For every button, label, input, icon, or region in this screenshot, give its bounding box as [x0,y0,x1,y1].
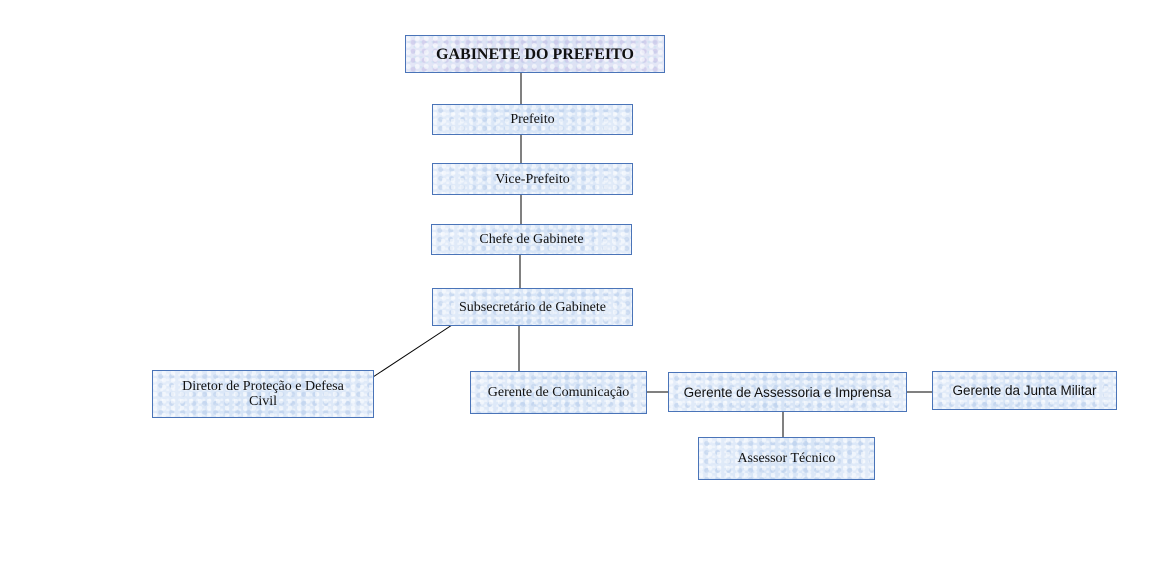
node-gerente-assessoria-label: Gerente de Assessoria e Imprensa [683,384,892,400]
node-gerente-comunicacao-label: Gerente de Comunicação [487,385,630,400]
node-assessor-tecnico-label: Assessor Técnico [737,451,836,466]
chart-title-box: GABINETE DO PREFEITO [405,35,665,73]
node-gerente-junta: Gerente da Junta Militar [932,371,1117,410]
connector-subsecretario-to-diretor [372,324,453,378]
node-gerente-junta-label: Gerente da Junta Militar [952,383,1097,398]
chart-title: GABINETE DO PREFEITO [436,45,634,63]
node-diretor-protecao-label: Diretor de Proteção e Defesa Civil [182,379,344,409]
node-gerente-assessoria: Gerente de Assessoria e Imprensa [668,372,907,412]
node-chefe-gabinete-label: Chefe de Gabinete [479,232,584,247]
node-subsecretario: Subsecretário de Gabinete [432,288,633,326]
node-vice-prefeito: Vice-Prefeito [432,163,633,195]
node-subsecretario-label: Subsecretário de Gabinete [459,299,606,315]
node-assessor-tecnico: Assessor Técnico [698,437,875,480]
node-prefeito-label: Prefeito [510,112,555,127]
node-prefeito: Prefeito [432,104,633,135]
node-vice-prefeito-label: Vice-Prefeito [495,171,570,187]
node-gerente-comunicacao: Gerente de Comunicação [470,371,647,414]
node-diretor-protecao: Diretor de Proteção e Defesa Civil [152,370,374,418]
node-chefe-gabinete: Chefe de Gabinete [431,224,632,255]
